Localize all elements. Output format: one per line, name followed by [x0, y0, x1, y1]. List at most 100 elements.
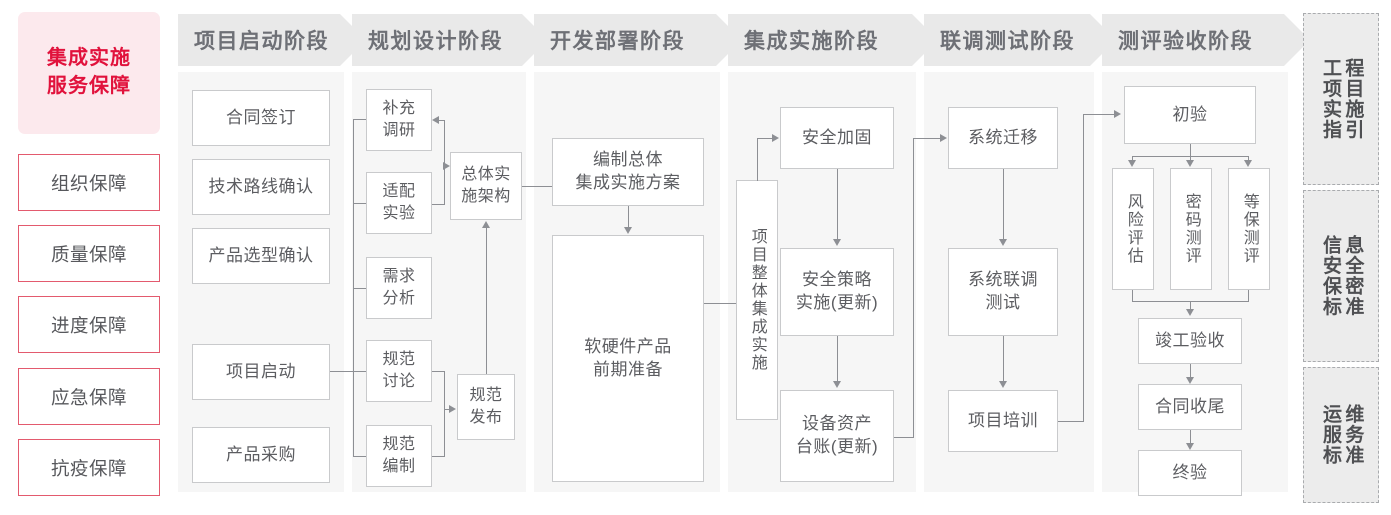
node-label: 安全加固	[802, 127, 872, 147]
connector-bracket-bottom	[444, 371, 446, 456]
arrow-icon	[1186, 377, 1194, 384]
arrow-icon	[449, 405, 456, 413]
standard-information-security-confidentiality[interactable]: 信安保标 息全密准	[1303, 190, 1379, 362]
node-overall-implementation-architecture[interactable]: 总体实 施架构	[450, 152, 522, 220]
node-contract-signing[interactable]: 合同签订	[192, 90, 330, 146]
node-project-overall-integration[interactable]: 项目整体集成实施	[736, 180, 778, 420]
node-label: 合同收尾	[1155, 396, 1225, 416]
node-label-line1: 需求	[382, 268, 416, 286]
node-equipment-asset-ledger[interactable]: 设备资产 台账(更新)	[780, 390, 894, 482]
node-cryptography-evaluation[interactable]: 密码测评	[1170, 168, 1212, 290]
node-completion-acceptance[interactable]: 竣工验收	[1138, 318, 1242, 364]
node-label-line1: 补充	[382, 100, 416, 118]
node-label-line1: 系统联调	[968, 270, 1038, 290]
guarantee-item-organization[interactable]: 组织保障	[18, 154, 160, 211]
phase-header-p3[interactable]: 开发部署阶段	[534, 14, 742, 66]
standard-label-col-right: 工项实指	[1320, 58, 1341, 140]
standard-label-col-right: 运服标	[1320, 404, 1341, 466]
node-label: 项目培训	[968, 410, 1038, 430]
arrow-icon	[1114, 110, 1121, 118]
node-contract-closeout[interactable]: 合同收尾	[1138, 384, 1242, 430]
connector-spine-to-spec-discussion	[353, 371, 373, 373]
node-label: 产品采购	[226, 444, 296, 464]
node-overall-integration-scheme[interactable]: 编制总体 集成实施方案	[552, 138, 704, 206]
node-label: 密码测评	[1182, 193, 1200, 265]
guarantee-item-emergency[interactable]: 应急保障	[18, 368, 160, 425]
phase-header-p2[interactable]: 规划设计阶段	[352, 14, 548, 66]
node-project-training[interactable]: 项目培训	[948, 390, 1058, 452]
guarantee-item-schedule[interactable]: 进度保障	[18, 296, 160, 353]
node-hardware-software-preparation[interactable]: 软硬件产品 前期准备	[552, 235, 704, 482]
standard-label-col-left: 维务准	[1342, 404, 1364, 466]
connector-fanout-right	[1248, 156, 1250, 161]
connector-architecture-to-scheme	[522, 186, 554, 188]
node-product-procurement[interactable]: 产品采购	[192, 427, 330, 483]
connector-to-system-migration	[913, 138, 941, 140]
phase-header-p4[interactable]: 集成实施阶段	[728, 14, 938, 66]
node-supplementary-research[interactable]: 补充 调研	[366, 89, 432, 151]
node-label: 合同签订	[226, 107, 296, 127]
node-system-joint-debug-test[interactable]: 系统联调 测试	[948, 248, 1058, 336]
node-product-selection-confirm[interactable]: 产品选型确认	[192, 228, 330, 284]
arrow-icon	[772, 134, 779, 142]
connector-spine-to-requirement	[353, 288, 373, 290]
arrow-icon	[624, 227, 632, 234]
connector-ledger-up	[913, 138, 915, 438]
arrow-icon	[443, 162, 450, 170]
connector-bracket-stub2	[444, 409, 450, 411]
guarantee-item-label: 质量保障	[50, 243, 127, 265]
connector-adaptation-out	[432, 204, 445, 206]
phase-header-label: 项目启动阶段	[194, 30, 329, 53]
node-classified-protection-evaluation[interactable]: 等保测评	[1228, 168, 1270, 290]
phase-header-label: 开发部署阶段	[550, 30, 685, 53]
standard-operation-maintenance-service[interactable]: 运服标 维务准	[1303, 367, 1379, 503]
connector-spec-discussion-out	[432, 371, 445, 373]
node-label-line2: 测试	[985, 293, 1021, 312]
node-risk-assessment[interactable]: 风险评估	[1112, 168, 1154, 290]
node-security-hardening[interactable]: 安全加固	[780, 107, 894, 169]
node-tech-route-confirm[interactable]: 技术路线确认	[192, 159, 330, 215]
connector-spine-to-spec-drafting	[353, 456, 373, 458]
standard-engineering-project-guideline[interactable]: 工项实指 程目施引	[1303, 13, 1379, 185]
connector-spec-drafting-out	[432, 456, 445, 458]
node-label-line2: 编制	[382, 458, 416, 475]
node-label-line2: 实施(更新)	[795, 293, 879, 312]
guarantee-item-epidemic[interactable]: 抗疫保障	[18, 439, 160, 496]
guarantee-item-label: 组织保障	[50, 172, 127, 194]
connector-spine-vertical	[353, 119, 355, 456]
connector-spec-release-up	[486, 228, 488, 374]
phase-header-label: 测评验收阶段	[1118, 30, 1253, 53]
arrow-icon	[1128, 160, 1136, 167]
node-label-line2: 前期准备	[593, 359, 663, 379]
connector-initial-down	[1190, 144, 1192, 156]
phase-header-p6[interactable]: 测评验收阶段	[1102, 14, 1310, 66]
node-label-line1: 总体实	[461, 166, 511, 184]
connector-closeout-to-final	[1190, 430, 1192, 444]
connector-fanin-right	[1248, 290, 1250, 302]
node-label: 等保测评	[1240, 193, 1258, 265]
guarantee-item-quality[interactable]: 质量保障	[18, 225, 160, 282]
node-initial-acceptance[interactable]: 初验	[1124, 86, 1256, 144]
node-system-migration[interactable]: 系统迁移	[948, 107, 1058, 169]
node-project-kickoff[interactable]: 项目启动	[192, 344, 330, 400]
phase-header-p1[interactable]: 项目启动阶段	[178, 14, 366, 66]
standard-label-col-left: 息全密准	[1342, 235, 1364, 317]
connector-to-initial-acceptance	[1083, 114, 1115, 116]
node-final-acceptance[interactable]: 终验	[1138, 450, 1242, 496]
node-spec-drafting[interactable]: 规范 编制	[366, 425, 432, 487]
node-label: 系统迁移	[968, 127, 1038, 147]
node-spec-release[interactable]: 规范 发布	[457, 374, 515, 440]
phase-header-p5[interactable]: 联调测试阶段	[924, 14, 1116, 66]
node-spec-discussion[interactable]: 规范 讨论	[366, 340, 432, 402]
arrow-icon	[833, 381, 841, 388]
phase-header-label: 规划设计阶段	[368, 30, 503, 53]
node-label: 产品选型确认	[208, 245, 314, 265]
guarantee-title-card: 集成实施 服务保障	[18, 12, 160, 134]
node-label: 终验	[1172, 462, 1208, 482]
node-requirement-analysis[interactable]: 需求 分析	[366, 257, 432, 319]
node-adaptation-experiment[interactable]: 适配 实验	[366, 172, 432, 234]
connector-integration-to-hardening	[757, 138, 773, 140]
node-security-policy-implementation[interactable]: 安全策略 实施(更新)	[780, 248, 894, 336]
node-label-line1: 规范	[382, 436, 416, 454]
